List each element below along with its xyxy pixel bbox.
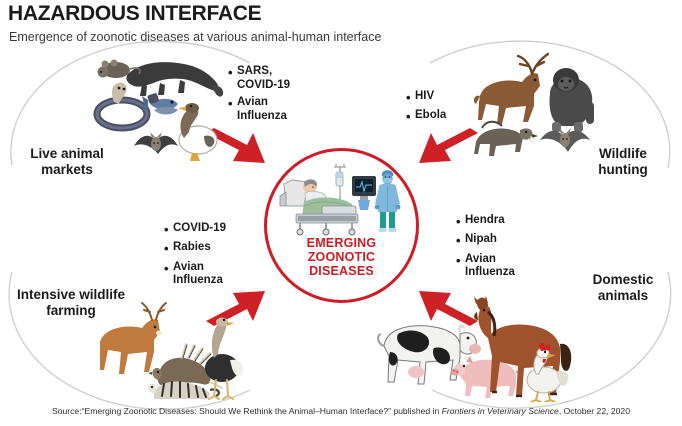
label-line-2: farming [46, 302, 96, 318]
label-line-1: Live animal [30, 146, 104, 161]
bullet-icon: • [164, 241, 169, 257]
gorilla-icon [549, 68, 594, 132]
iv-drip-icon [334, 164, 346, 208]
civet-icon [126, 62, 224, 97]
list-item: • Avian Influenza [164, 261, 226, 288]
illustration-wildlife-hunting [473, 52, 594, 156]
quadrant-label-intensive-wildlife-farming: Intensive wildlife farming [6, 287, 136, 318]
bat-icon [134, 132, 178, 154]
list-item: • SARS, COVID-19 [228, 65, 290, 92]
civet-icon [148, 381, 221, 399]
illustration-intensive-wildlife-farming [100, 302, 244, 400]
quadrant-label-wildlife-hunting: Wildlife hunting [572, 146, 674, 177]
disease-label: HIV [415, 90, 435, 102]
bullet-icon: • [406, 109, 411, 125]
porcupine-icon [148, 343, 225, 389]
list-item: • Avian Influenza [228, 96, 290, 123]
horse-icon [474, 296, 572, 398]
source-suffix: , October 22, 2020 [558, 406, 630, 416]
bullet-icon: • [456, 233, 461, 249]
disease-label: Hendra [465, 214, 505, 226]
bullet-icon: • [228, 65, 233, 80]
label-line-1: Domestic [592, 272, 654, 287]
label-line-1: Wildlife [599, 146, 647, 161]
list-item: • Ebola [406, 109, 446, 124]
doctor-ppe-icon [374, 170, 401, 232]
source-journal: Frontiers in Veterinary Science [441, 406, 559, 416]
page-title: HAZARDOUS INTERFACE [8, 2, 262, 25]
center-label-line-2: ZOONOTIC [307, 250, 376, 264]
hospital-bed-icon [279, 179, 359, 236]
disease-label: SARS, COVID-19 [237, 65, 291, 91]
disease-label: Ebola [415, 109, 447, 122]
illustration-domestic-animals [377, 296, 572, 402]
illustration-live-animal-markets [93, 59, 224, 161]
fish-icon [142, 93, 178, 115]
wild-boar-icon [474, 120, 538, 156]
list-item: • Rabies [164, 241, 226, 256]
list-item: • Hendra [456, 214, 515, 229]
bullet-icon: • [164, 222, 169, 237]
quadrant-label-live-animal-markets: Live animal markets [14, 146, 120, 177]
label-line-1: Intensive wildlife [16, 287, 126, 302]
disease-list-domestic-animals: • Hendra • Nipah • Avian Influenza [456, 214, 515, 284]
disease-label: Rabies [173, 241, 211, 254]
label-line-2: animals [597, 287, 649, 303]
source-citation: Source:“Emerging Zoonotic Diseases: Shou… [0, 406, 682, 416]
bat-icon [540, 128, 590, 152]
page-subtitle: Emergence of zoonotic diseases at variou… [9, 30, 382, 44]
disease-label: COVID-19 [173, 222, 227, 234]
deer-icon [100, 302, 167, 374]
disease-label: Avian Influenza [173, 260, 223, 287]
disease-list-wildlife-hunting: • HIV • Ebola [406, 90, 446, 129]
cow-icon [377, 324, 481, 385]
list-item: • Nipah [456, 233, 515, 248]
list-item: • HIV [406, 90, 446, 105]
disease-list-live-animal-markets: • SARS, COVID-19 • Avian Influenza [228, 65, 290, 127]
source-prefix: Source:“Emerging Zoonotic Diseases: Shou… [51, 406, 442, 416]
label-line-2: markets [41, 161, 93, 177]
center-label: EMERGING ZOONOTIC DISEASES [264, 236, 419, 278]
hospital-scene-illustration [279, 164, 401, 236]
deer-icon [473, 52, 550, 124]
disease-label: Avian Influenza [465, 252, 515, 279]
disease-label: Avian Influenza [237, 96, 287, 122]
center-node: EMERGING ZOONOTIC DISEASES [264, 148, 419, 303]
bullet-icon: • [406, 90, 411, 105]
pig-icon [451, 356, 523, 398]
label-line-2: hunting [598, 161, 648, 177]
list-item: • COVID-19 [164, 222, 226, 237]
bullet-icon: • [456, 252, 461, 268]
disease-label: Nipah [465, 233, 497, 246]
rat-icon [97, 59, 141, 78]
bullet-icon: • [164, 260, 169, 276]
disease-list-intensive-wildlife-farming: • COVID-19 • Rabies • Avian Influenza [164, 222, 226, 292]
chicken-icon [526, 342, 569, 402]
quadrant-label-domestic-animals: Domestic animals [570, 272, 676, 303]
ostrich-icon [205, 317, 244, 400]
snake-icon [93, 82, 151, 132]
bullet-icon: • [456, 214, 461, 229]
bullet-icon: • [228, 96, 233, 112]
list-item: • Avian Influenza [456, 253, 515, 280]
center-label-line-3: DISEASES [309, 264, 374, 278]
goose-icon [178, 103, 218, 161]
patient-monitor-icon [352, 176, 376, 210]
center-label-line-1: EMERGING [306, 236, 377, 250]
